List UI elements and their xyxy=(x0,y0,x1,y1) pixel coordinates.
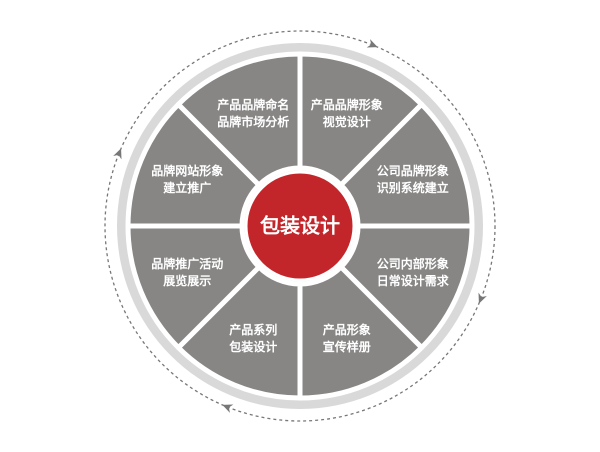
segment-label: 公司品牌形象识别系统建立 xyxy=(377,163,449,195)
segment-internal-image: 公司内部形象日常设计需求 xyxy=(338,223,475,351)
orbit-arrow-icon xyxy=(222,404,234,413)
segment-label: 产品系列包装设计 xyxy=(228,322,277,354)
segment-naming-analysis: 产品品牌命名品牌市场分析 xyxy=(175,51,303,188)
segment-label: 产品品牌命名品牌市场分析 xyxy=(217,97,289,129)
orbit-arrow-icon xyxy=(366,39,378,48)
segment-label-line: 公司内部形象 xyxy=(377,256,449,271)
segment-label-line: 产品品牌命名 xyxy=(217,97,289,112)
segment-label-line: 产品品牌形象 xyxy=(311,97,383,112)
segment-label-line: 识别系统建立 xyxy=(377,180,449,195)
segment-shape xyxy=(338,223,475,351)
segment-label-line: 宣传样册 xyxy=(323,339,371,354)
segment-label-line: 日常设计需求 xyxy=(377,273,450,288)
segment-website-promotion: 品牌网站形象建立推广 xyxy=(125,101,262,229)
segment-shape xyxy=(175,51,303,188)
orbit-arrow-icon xyxy=(113,148,122,160)
center-label: 包装设计 xyxy=(260,214,340,238)
segment-label-line: 品牌网站形象 xyxy=(151,163,223,178)
segment-shape xyxy=(125,101,262,229)
segment-ring: 产品品牌形象视觉设计公司品牌形象识别系统建立公司内部形象日常设计需求产品形象宣传… xyxy=(125,51,475,401)
segment-label-line: 视觉设计 xyxy=(323,114,371,129)
segment-label-line: 产品系列 xyxy=(229,322,277,337)
center-hub: 包装设计 xyxy=(244,170,356,282)
segment-label: 品牌推广活动展览展示 xyxy=(151,256,223,288)
segment-label-line: 品牌市场分析 xyxy=(217,114,289,129)
segment-label: 品牌网站形象建立推广 xyxy=(151,163,223,195)
segment-label-line: 包装设计 xyxy=(228,339,277,354)
segment-product-image: 产品品牌形象视觉设计 xyxy=(297,51,425,188)
segment-label: 产品品牌形象视觉设计 xyxy=(311,97,383,129)
segment-shape xyxy=(125,223,262,351)
segment-series-packaging: 产品系列包装设计 xyxy=(175,264,303,401)
segment-shape xyxy=(338,101,475,229)
segment-shape xyxy=(297,264,425,401)
dashed-orbit-circle xyxy=(104,30,496,422)
segment-label-line: 产品形象 xyxy=(323,322,371,337)
segment-label-line: 品牌推广活动 xyxy=(151,256,223,271)
segment-shape xyxy=(297,51,425,188)
segment-label-line: 公司品牌形象 xyxy=(377,163,449,178)
segment-label: 产品形象宣传样册 xyxy=(323,322,371,354)
segment-promotion-display: 品牌推广活动展览展示 xyxy=(125,223,262,351)
orbit-arrow-icon xyxy=(478,292,487,304)
segment-company-vi: 公司品牌形象识别系统建立 xyxy=(338,101,475,229)
dashed-orbit xyxy=(104,30,496,422)
center-circle xyxy=(244,170,356,282)
segment-label: 公司内部形象日常设计需求 xyxy=(377,256,450,288)
segment-shape xyxy=(175,264,303,401)
segment-brochure: 产品形象宣传样册 xyxy=(297,264,425,401)
segment-label-line: 展览展示 xyxy=(163,273,211,288)
segment-label-line: 建立推广 xyxy=(162,180,211,195)
